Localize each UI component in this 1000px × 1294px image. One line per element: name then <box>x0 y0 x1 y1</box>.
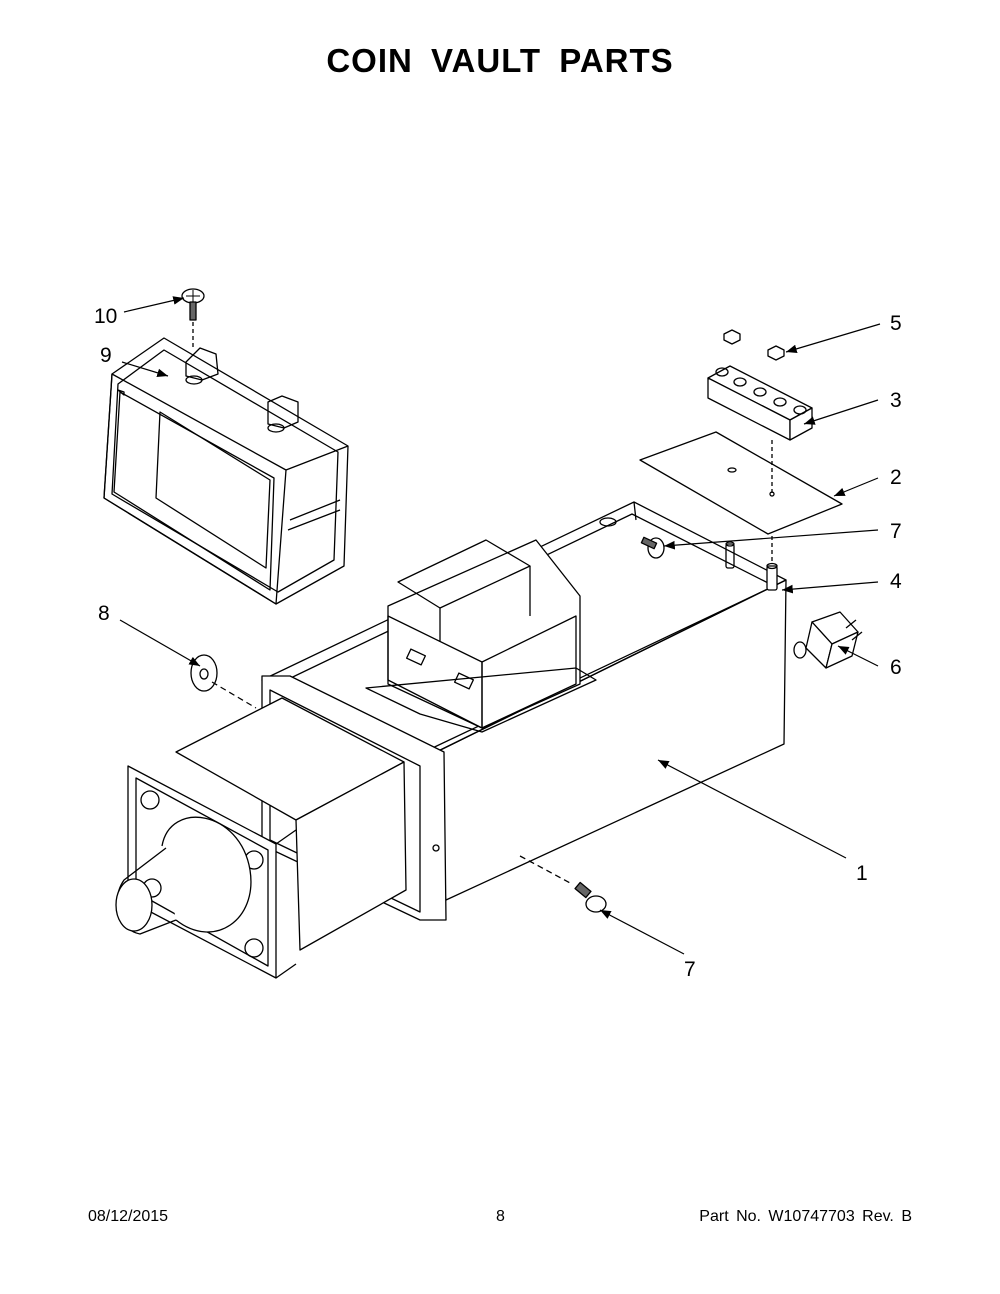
footer-page-number: 8 <box>496 1208 505 1225</box>
callout-5: 5 <box>890 312 902 335</box>
callout-10: 10 <box>94 305 117 328</box>
callout-7-lower: 7 <box>684 958 696 981</box>
callout-4: 4 <box>890 570 902 593</box>
coin-entry <box>115 697 407 979</box>
screw-10 <box>181 288 205 350</box>
terminal-block <box>707 365 813 494</box>
coin-box <box>103 337 349 605</box>
callout-3: 3 <box>890 389 902 412</box>
callout-7-upper: 7 <box>890 520 902 543</box>
leader-lines <box>119 296 881 955</box>
callout-9: 9 <box>100 344 112 367</box>
page-title: COIN VAULT PARTS <box>326 42 674 79</box>
callout-2: 2 <box>890 466 902 489</box>
switch-6 <box>793 611 863 669</box>
callout-6: 6 <box>890 656 902 679</box>
cover-plate <box>639 431 843 535</box>
callout-1: 1 <box>856 862 868 885</box>
standoff-4 <box>766 536 778 591</box>
screw-7-lower <box>519 855 607 913</box>
nuts-5 <box>723 329 785 361</box>
washer-8 <box>190 654 218 692</box>
footer-date: 08/12/2015 <box>88 1208 169 1225</box>
callout-8: 8 <box>98 602 110 625</box>
footer-part-number: Part No. W10747703 Rev. B <box>699 1208 912 1225</box>
